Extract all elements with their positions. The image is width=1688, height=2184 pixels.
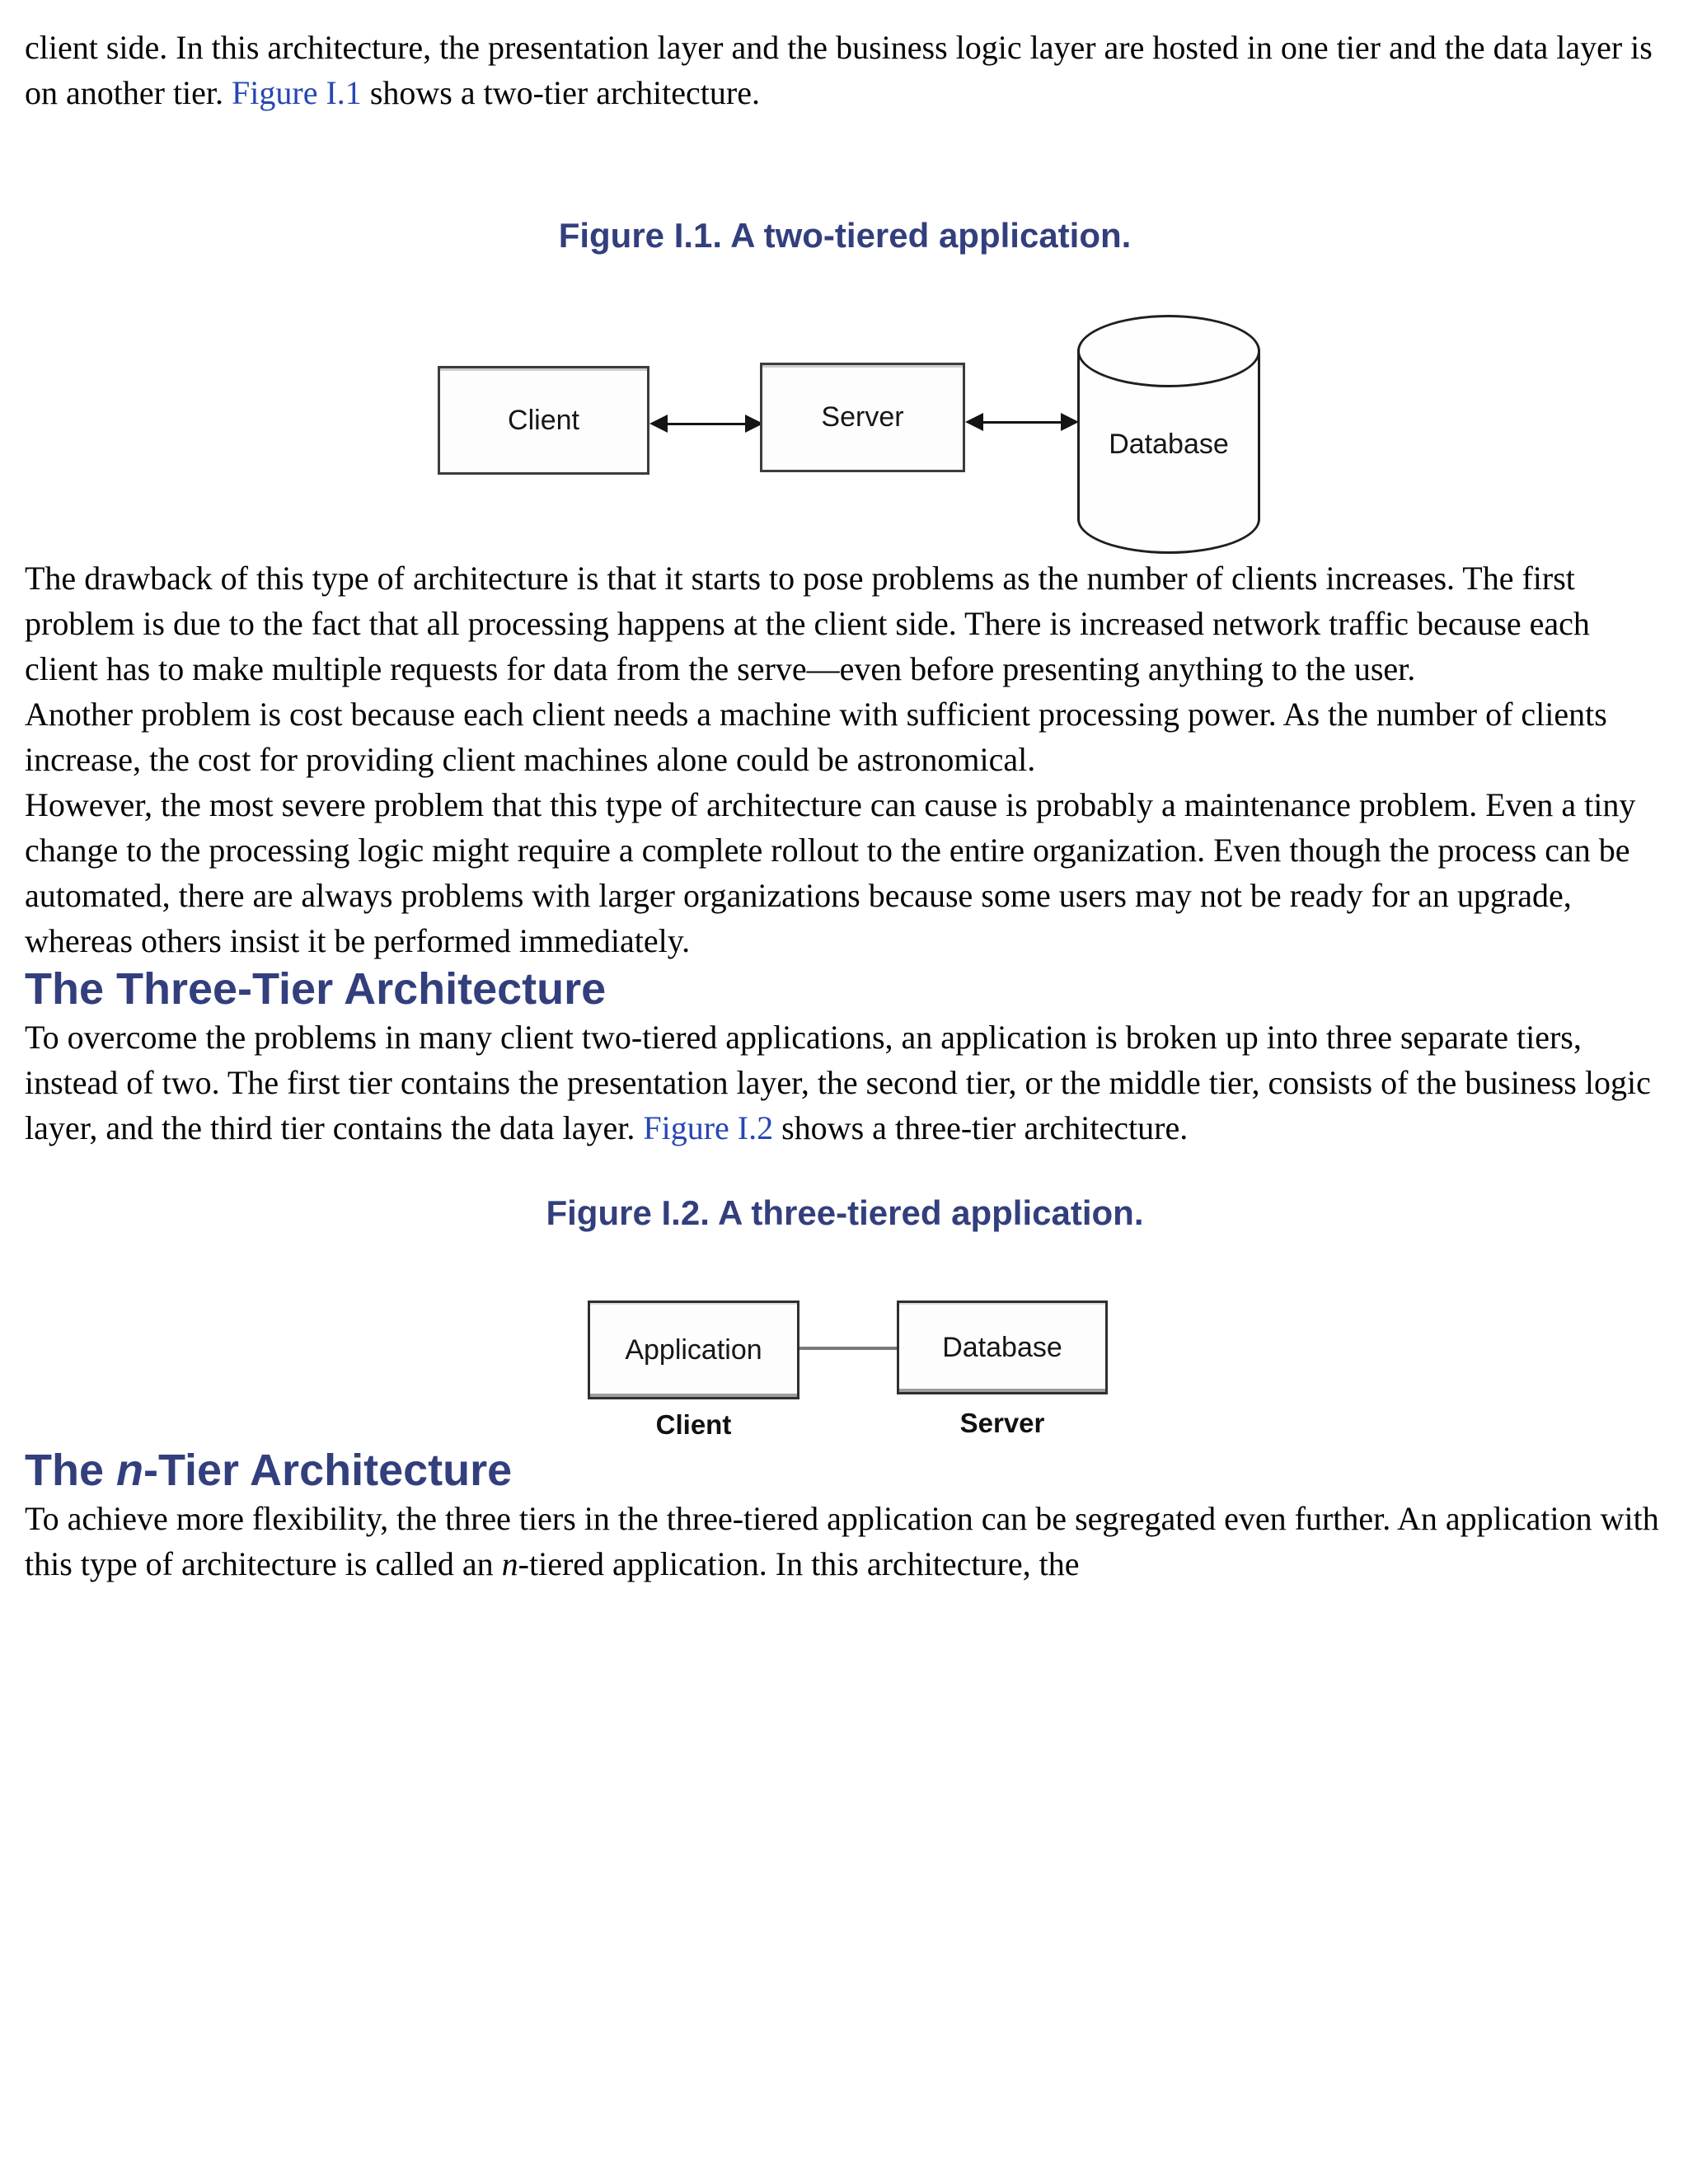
double-arrow-icon — [965, 413, 1079, 431]
paragraph-n-tier-intro: To achieve more flexibility, the three t… — [25, 1496, 1665, 1586]
paragraph-text: To overcome the problems in many client … — [25, 1019, 1651, 1146]
application-box-label: Application — [625, 1333, 762, 1366]
paragraph-text: -tiered application. In this architectur… — [518, 1545, 1080, 1582]
paragraph-italic-n: n — [501, 1545, 518, 1582]
client-box-label: Client — [508, 404, 579, 436]
paragraph-drawback: The drawback of this type of architectur… — [25, 560, 1590, 687]
client-sub-label: Client — [655, 1409, 732, 1440]
server-box-label: Server — [821, 401, 904, 433]
paragraph-three-tier-intro: To overcome the problems in many client … — [25, 1015, 1665, 1151]
heading-text: -Tier Architecture — [143, 1446, 513, 1495]
heading-n-tier-architecture: The n-Tier Architecture — [25, 1445, 1665, 1496]
paragraph-cost: Another problem is cost because each cli… — [25, 696, 1607, 778]
server-sub-label: Server — [959, 1408, 1045, 1438]
paragraph-two-tier-intro: client side. In this architecture, the p… — [25, 25, 1665, 115]
database-box-label: Database — [942, 1331, 1062, 1363]
figure-2-caption: Figure I.2. A three-tiered application. — [546, 1193, 1144, 1232]
server-box: Server — [760, 363, 965, 472]
paragraph-text: shows a two-tier architecture. — [361, 74, 760, 111]
client-box: Client — [438, 366, 649, 475]
application-box: Application — [588, 1301, 799, 1399]
heading-italic-n: n — [116, 1446, 144, 1495]
figure-2-link[interactable]: Figure I.2 — [643, 1109, 774, 1146]
database-box: Database — [897, 1301, 1108, 1394]
database-label: Database — [1109, 429, 1229, 460]
figure-1-caption: Figure I.1. A two-tiered application. — [558, 216, 1132, 255]
figure-1-link[interactable]: Figure I.1 — [232, 74, 362, 111]
heading-three-tier-architecture: The Three-Tier Architecture — [25, 964, 607, 1014]
heading-text: The — [25, 1446, 117, 1495]
database-cylinder: Database — [1077, 315, 1260, 554]
paragraph-text: client side. In this architecture, the p… — [25, 29, 1653, 111]
connector-line — [799, 1347, 897, 1350]
paragraph-text: shows a three-tier architecture. — [773, 1109, 1189, 1146]
figure-2-diagram: Application Database Client Server — [25, 1301, 1665, 1445]
double-arrow-icon — [649, 415, 763, 433]
paragraph-maintenance: However, the most severe problem that th… — [25, 786, 1636, 959]
paragraph-text: To achieve more flexibility, the three t… — [25, 1500, 1659, 1582]
cylinder-top-ellipse — [1077, 315, 1260, 387]
figure-1-diagram: Client Server Database — [25, 315, 1665, 555]
